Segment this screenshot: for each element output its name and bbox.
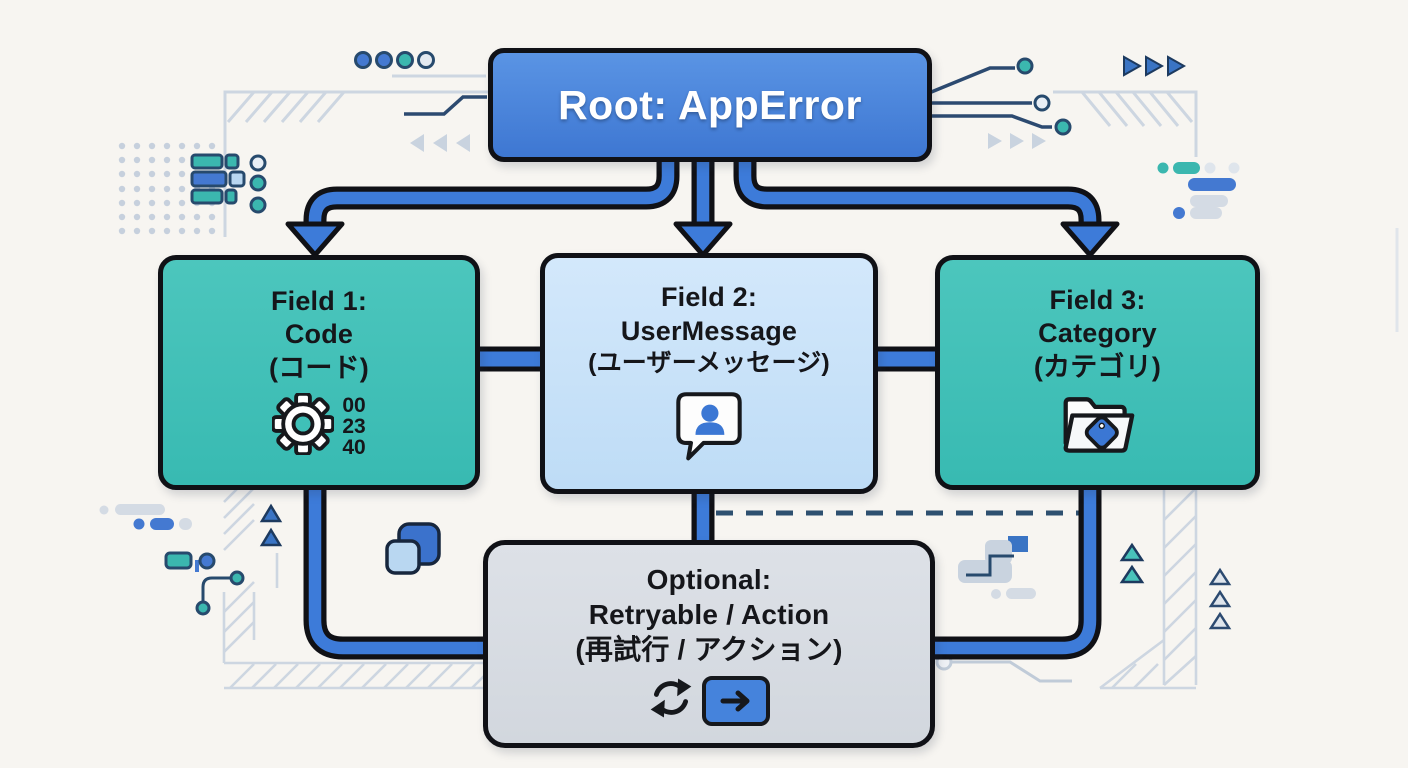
field2-name-ja: (ユーザーメッセージ)	[588, 348, 830, 377]
field2-name: UserMessage	[620, 315, 798, 346]
field1-name: Code	[284, 319, 354, 350]
field3-title: Field 3:	[1049, 284, 1146, 315]
circuit-left-bottom	[195, 570, 245, 616]
root-apperror-node: Root: AppError	[488, 48, 932, 162]
layers-icon	[385, 522, 441, 575]
triple-right-arrows-blue	[1123, 55, 1187, 77]
frame-top-left	[223, 74, 578, 237]
optional-name: Retryable / Action	[588, 598, 830, 630]
connector-root-to-field3	[733, 146, 1120, 258]
field3-name-ja: (カテゴリ)	[1033, 351, 1162, 382]
dash-cluster-left	[99, 504, 216, 572]
gray-triangles-right	[1208, 567, 1232, 630]
circuit-line-left	[404, 95, 487, 116]
frame-top-right	[1053, 90, 1399, 332]
hatch-bottom-right	[1099, 486, 1198, 690]
dot-row	[354, 51, 435, 69]
blue-triangles-left	[259, 503, 283, 547]
status-bars	[190, 153, 267, 214]
circuit-lines-right	[923, 66, 1052, 129]
field1-code-node: Field 1: Code (コード)	[158, 255, 480, 490]
connector-field1-to-optional	[303, 476, 490, 660]
connector-root-to-field1	[285, 146, 680, 258]
circuit-nodes-right	[1016, 57, 1072, 136]
code-digits: 00 23 40	[342, 394, 366, 460]
gear-icon	[271, 392, 336, 460]
field3-category-node: Field 3: Category (カテゴリ)	[935, 255, 1260, 490]
field2-usermessage-node: Field 2: UserMessage (ユーザーメッセージ)	[540, 253, 878, 494]
connector-root-to-field2	[673, 146, 733, 258]
dash-cluster-top-right	[1157, 162, 1240, 219]
folder-tag-icon	[1060, 392, 1136, 461]
refresh-icon	[648, 675, 694, 726]
optional-name-ja: (再試行 / アクション)	[575, 634, 843, 666]
arrow-button-icon	[702, 675, 770, 726]
user-speech-bubble-icon	[672, 387, 746, 466]
teal-triangles-right	[1119, 542, 1145, 584]
field1-title: Field 1:	[270, 285, 368, 316]
hatch-bottom-left	[222, 471, 640, 690]
field2-title: Field 2:	[660, 282, 758, 313]
field1-name-ja: (コード)	[269, 352, 369, 383]
optional-retryable-action-node: Optional: Retryable / Action (再試行 / アクショ…	[483, 540, 935, 748]
triple-right-arrows-gray	[988, 133, 1046, 149]
field3-name: Category	[1038, 318, 1157, 349]
triple-left-arrows-gray	[410, 134, 470, 152]
optional-title: Optional:	[646, 563, 772, 595]
root-label: Root: AppError	[558, 81, 862, 128]
stair-icon	[958, 536, 1036, 599]
connector-field3-to-optional	[918, 476, 1102, 660]
